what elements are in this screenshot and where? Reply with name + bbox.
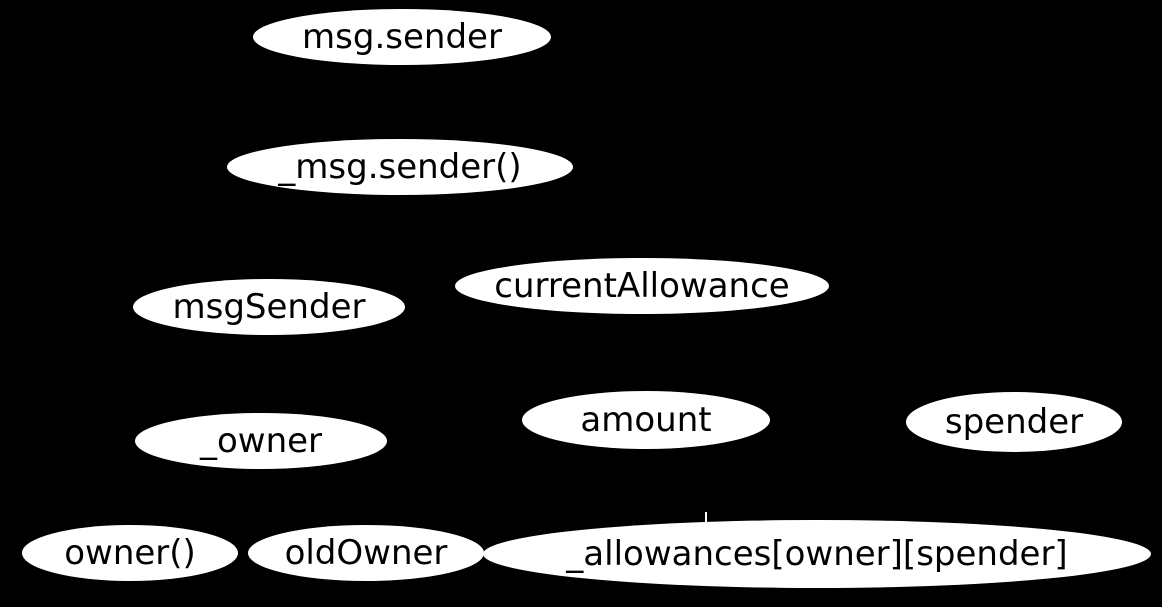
graph-node-label: msgSender: [172, 287, 366, 327]
graph-node-label: msg.sender: [302, 17, 502, 57]
graph-node-underscore-msg-sender-call[interactable]: _msg.sender(): [227, 139, 573, 195]
graph-node-label: _allowances[owner][spender]: [566, 534, 1068, 574]
graph-node-label: _owner: [199, 421, 323, 461]
graph-node-owner-call[interactable]: owner(): [22, 525, 238, 581]
graph-node-msg-sender-camel[interactable]: msgSender: [133, 279, 405, 335]
graph-node-msg-sender[interactable]: msg.sender: [253, 9, 551, 65]
graph-node-label: oldOwner: [284, 533, 448, 573]
graph-node-allowances-owner-spender[interactable]: _allowances[owner][spender]: [483, 520, 1151, 588]
graph-node-label: currentAllowance: [494, 266, 790, 306]
graph-node-label: _msg.sender(): [278, 147, 522, 187]
graph-node-label: owner(): [64, 533, 196, 573]
graph-node-spender[interactable]: spender: [906, 392, 1122, 452]
graph-node-current-allowance[interactable]: currentAllowance: [455, 258, 829, 314]
graph-node-underscore-owner[interactable]: _owner: [135, 413, 387, 469]
graph-node-label: spender: [944, 402, 1084, 442]
graph-node-label: amount: [580, 400, 712, 440]
graph-node-amount[interactable]: amount: [522, 391, 770, 449]
graph-node-old-owner[interactable]: oldOwner: [248, 525, 484, 581]
edge-stub: [705, 512, 707, 522]
